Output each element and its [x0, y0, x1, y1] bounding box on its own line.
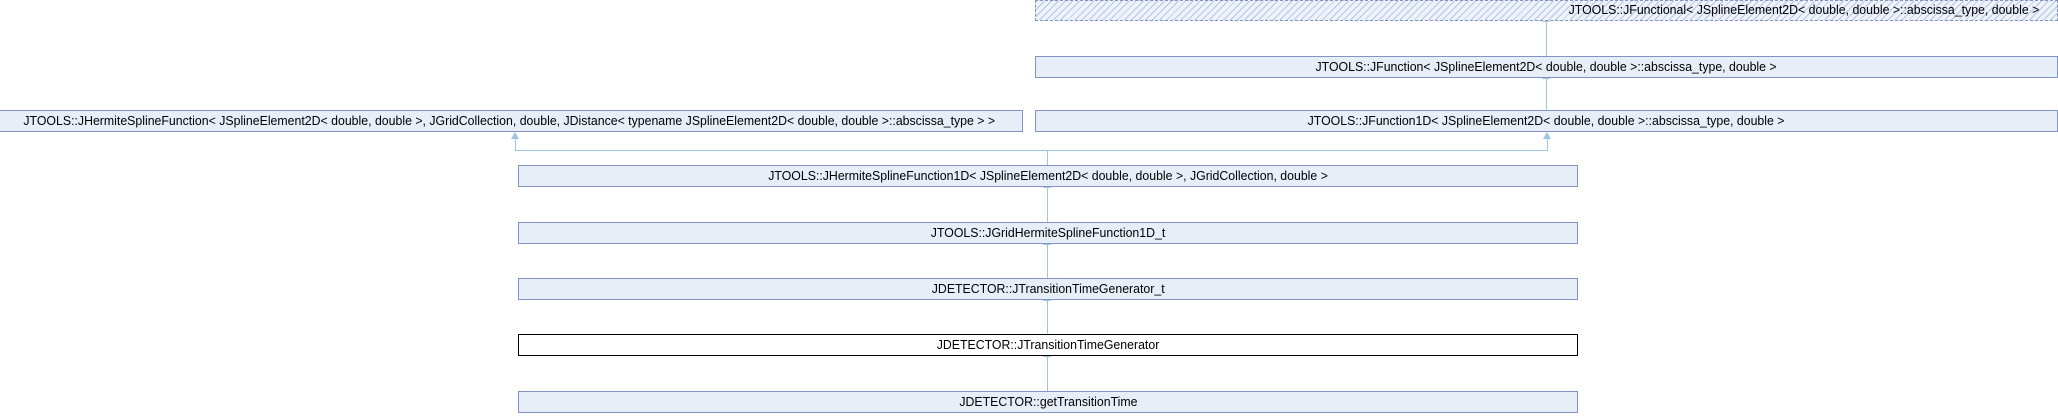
class-node-jfunctional[interactable]: JTOOLS::JFunctional< JSplineElement2D< d… — [1035, 0, 2058, 21]
edge-ttg-t-to-grid — [1047, 244, 1048, 278]
arrowhead-to-jfunction1d — [1543, 132, 1551, 139]
edge-stem-hermite1d — [1047, 150, 1048, 165]
class-node-label: JDETECTOR::getTransitionTime — [958, 394, 1138, 409]
class-node-jhermitesplinefunction1d[interactable]: JTOOLS::JHermiteSplineFunction1D< JSplin… — [518, 165, 1578, 187]
edge-gettransitiontime-to-ttg — [1047, 356, 1048, 391]
class-node-jgridhermitesplinefunction1d-t[interactable]: JTOOLS::JGridHermiteSplineFunction1D_t — [518, 222, 1578, 244]
edge-branch-to-jfunction1d — [1547, 138, 1548, 151]
class-node-label: JDETECTOR::JTransitionTimeGenerator — [936, 337, 1160, 352]
class-node-label: JTOOLS::JFunction< JSplineElement2D< dou… — [1315, 59, 1778, 74]
class-node-gettransitiontime[interactable]: JDETECTOR::getTransitionTime — [518, 391, 1578, 413]
class-node-jtransitiontimegenerator-current[interactable]: JDETECTOR::JTransitionTimeGenerator — [518, 334, 1578, 356]
class-node-jtransitiontimegenerator-t[interactable]: JDETECTOR::JTransitionTimeGenerator_t — [518, 278, 1578, 300]
class-node-label: JTOOLS::JFunctional< JSplineElement2D< d… — [1568, 3, 2040, 18]
edge-jfunction1d-to-jfunction — [1546, 78, 1547, 110]
edge-grid-to-hermite1d — [1047, 187, 1048, 222]
class-node-label: JTOOLS::JHermiteSplineFunction1D< JSplin… — [768, 168, 1328, 183]
class-node-jfunction[interactable]: JTOOLS::JFunction< JSplineElement2D< dou… — [1035, 56, 2058, 78]
class-node-label: JDETECTOR::JTransitionTimeGenerator_t — [931, 281, 1165, 296]
class-node-jfunction1d[interactable]: JTOOLS::JFunction1D< JSplineElement2D< d… — [1035, 110, 2058, 132]
edge-ttg-to-ttg-t — [1047, 300, 1048, 334]
arrowhead-to-jhermitesplinefunction — [511, 132, 519, 139]
edge-jfunction-to-jfunctional — [1546, 21, 1547, 56]
edge-branch-to-jhermitesplinefunction — [515, 138, 516, 151]
class-node-jhermitesplinefunction[interactable]: JTOOLS::JHermiteSplineFunction< JSplineE… — [0, 110, 1023, 132]
class-node-label: JTOOLS::JHermiteSplineFunction< JSplineE… — [23, 113, 996, 128]
edge-bus-hermite1d — [515, 150, 1548, 151]
class-node-label: JTOOLS::JGridHermiteSplineFunction1D_t — [930, 225, 1166, 240]
class-node-label: JTOOLS::JFunction1D< JSplineElement2D< d… — [1308, 113, 1785, 128]
